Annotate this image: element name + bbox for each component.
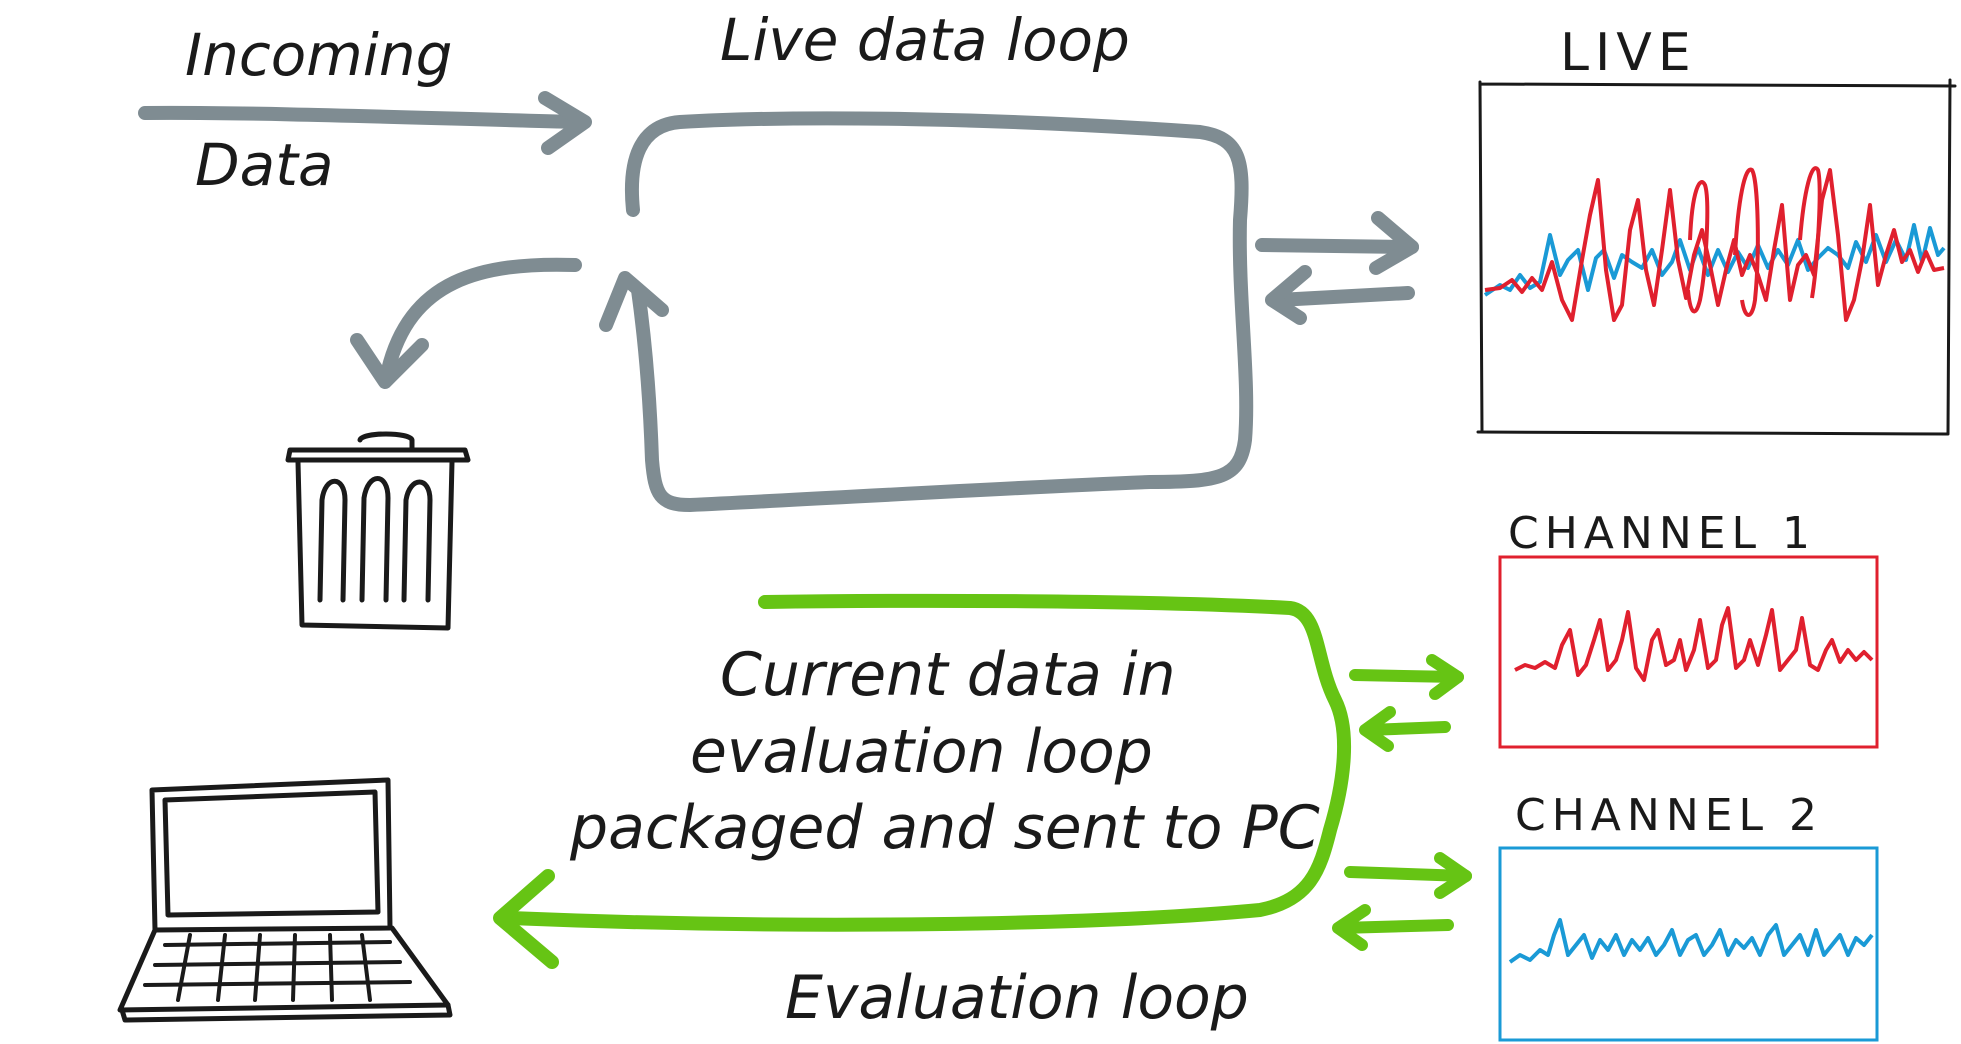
current-data-line3: packaged and sent to PC xyxy=(569,793,1320,863)
live-plot xyxy=(1476,78,1957,436)
live-label: LIVE xyxy=(1560,23,1697,83)
channel2-plot xyxy=(1498,846,1879,1042)
live-exchange-arrows xyxy=(1255,211,1419,325)
current-data-line1: Current data in xyxy=(720,640,1176,710)
laptop-icon xyxy=(117,777,453,1023)
current-data-line2: evaluation loop xyxy=(690,717,1153,787)
channel1-label: CHANNEL 1 xyxy=(1508,508,1816,559)
live-loop-label: Live data loop xyxy=(720,6,1130,74)
channel1-exchange-arrows xyxy=(1349,654,1464,752)
channel1-plot xyxy=(1498,555,1879,749)
incoming-arrow xyxy=(138,91,592,155)
evaluation-loop xyxy=(493,593,1352,969)
evaluation-loop-label: Evaluation loop xyxy=(785,963,1249,1033)
channel2-exchange-arrows xyxy=(1332,852,1472,951)
incoming-label: Incoming xyxy=(185,21,452,89)
data-label: Data xyxy=(195,131,334,199)
live-data-loop xyxy=(599,111,1254,512)
discard-arrow xyxy=(350,257,582,389)
channel2-label: CHANNEL 2 xyxy=(1515,790,1823,841)
trash-can-icon xyxy=(285,431,471,631)
